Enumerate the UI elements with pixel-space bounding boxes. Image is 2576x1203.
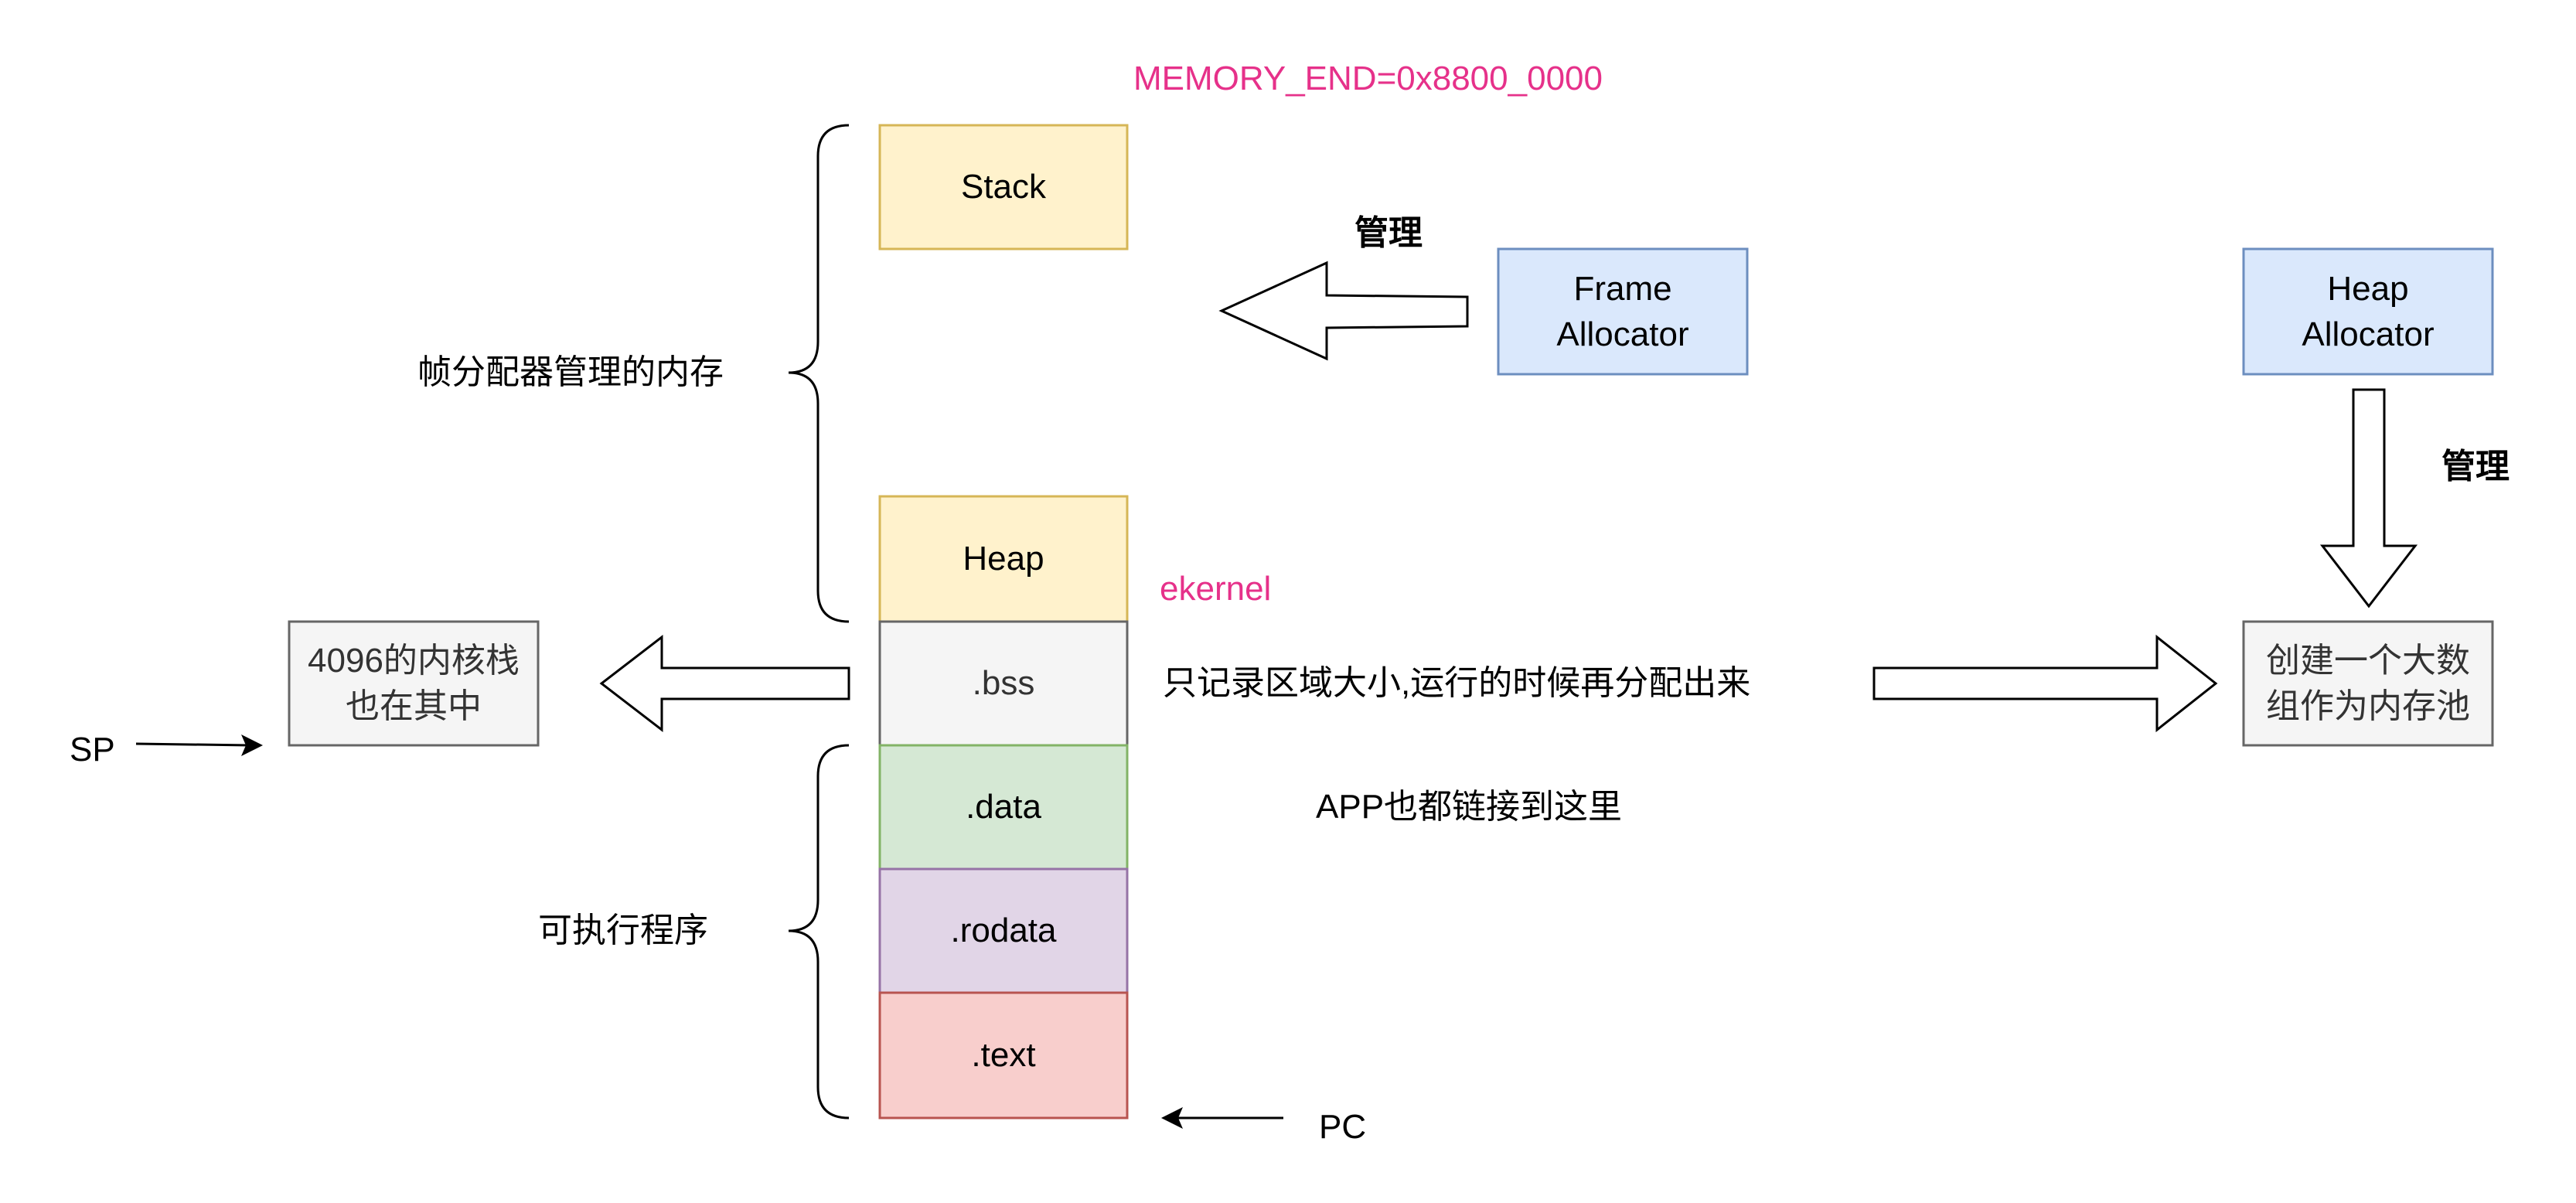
heap-manage-label: 管理: [2441, 448, 2510, 486]
stack-label: Stack: [960, 168, 1047, 206]
sp-arrow-line: [135, 742, 251, 747]
heap-manage-arrow: [2319, 388, 2418, 608]
frame-manage-label: 管理: [1354, 214, 1423, 252]
heap-box: [878, 495, 1129, 623]
heap-allocator-label: Heap Allocator: [2302, 269, 2435, 353]
frame-allocator-label: Frame Allocator: [1556, 269, 1689, 353]
frame-allocator-box: [1497, 247, 1749, 376]
kernel-stack-label: 4096的内核栈 也在其中: [308, 641, 520, 725]
app-note: APP也都链接到这里: [1316, 788, 1623, 826]
frame-manage-arrow: [1218, 261, 1469, 361]
memory-pool-box: [2242, 620, 2494, 747]
sp-arrow-head: [241, 734, 263, 756]
text-label: .text: [971, 1036, 1036, 1075]
stack-box: [878, 124, 1129, 250]
bss-to-kernel-stack-arrow: [599, 634, 850, 733]
bss-note: 只记录区域大小,运行的时候再分配出来: [1163, 664, 1751, 702]
sp-label: SP: [70, 731, 115, 768]
ekernel-label: ekernel: [1160, 570, 1272, 608]
pc-arrow-head: [1161, 1107, 1183, 1129]
frame-memory-label: 帧分配器管理的内存: [417, 353, 724, 391]
bss-label: .bss: [972, 664, 1035, 703]
rodata-label: .rodata: [950, 912, 1057, 950]
heap-allocator-box: [2242, 247, 2494, 376]
executable-label: 可执行程序: [538, 912, 708, 949]
data-label: .data: [966, 788, 1041, 826]
pc-label: PC: [1319, 1108, 1367, 1146]
heap-label: Heap: [963, 540, 1044, 578]
bss-box: [878, 620, 1129, 747]
kernel-stack-box: [288, 620, 540, 747]
memory-pool-label: 创建一个大数 组作为内存池: [2266, 641, 2470, 725]
bss-to-memory-pool-arrow: [1872, 634, 2218, 733]
data-box: [878, 744, 1129, 871]
frame-memory-brace: [788, 124, 850, 623]
text-box: [878, 991, 1129, 1120]
executable-brace: [788, 744, 850, 1120]
memory-end-label: MEMORY_END=0x8800_0000: [1133, 60, 1603, 97]
